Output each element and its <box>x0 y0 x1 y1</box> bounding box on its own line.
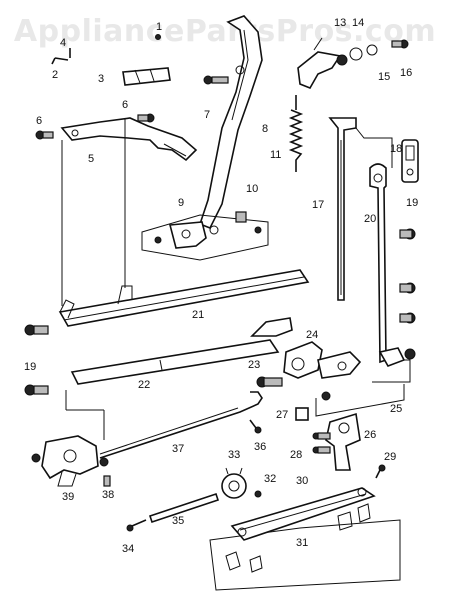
callout-3: 3 <box>98 73 104 85</box>
callout-33: 33 <box>228 449 240 461</box>
callout-22: 22 <box>138 379 150 391</box>
callout-8: 8 <box>262 123 268 135</box>
callout-39: 39 <box>62 491 74 503</box>
callout-18: 18 <box>390 143 402 155</box>
callout-11: 11 <box>270 149 281 161</box>
callout-15: 15 <box>378 71 390 83</box>
callout-1: 1 <box>156 21 162 33</box>
part-pin <box>51 34 161 65</box>
callout-2: 2 <box>52 69 58 81</box>
part-rod-20 <box>369 163 387 364</box>
part-screws-6 <box>35 113 155 140</box>
part-carrier-24 <box>256 341 362 388</box>
callout-25: 25 <box>390 403 402 415</box>
part-bracket-26 <box>295 407 361 471</box>
callout-19b: 19 <box>24 361 36 373</box>
callout-4: 4 <box>60 37 66 49</box>
part-rod-35 <box>148 492 220 524</box>
callout-24: 24 <box>306 329 318 341</box>
callout-13: 13 <box>334 17 346 29</box>
part-screws-19-left <box>24 324 49 396</box>
callout-21: 21 <box>192 309 204 321</box>
callout-32: 32 <box>264 473 276 485</box>
callout-36: 36 <box>254 441 266 453</box>
callout-23: 23 <box>248 359 260 371</box>
part-collar-33 <box>221 467 262 499</box>
part-screw-36 <box>249 419 262 434</box>
callout-labels: 1 2 3 4 5 6 6 7 8 9 10 11 13 14 15 16 17… <box>24 17 418 555</box>
leader-lines <box>61 118 411 591</box>
callout-27: 27 <box>276 409 288 421</box>
callout-37: 37 <box>172 443 184 455</box>
part-rod-17 <box>328 117 357 301</box>
callout-9: 9 <box>178 197 184 209</box>
callout-35: 35 <box>172 515 184 527</box>
callout-34: 34 <box>122 543 134 555</box>
part-lever <box>199 15 263 230</box>
part-crank-block <box>141 211 269 261</box>
part-screws-19-right <box>399 228 416 324</box>
part-shaft-21 <box>58 269 310 327</box>
part-wire-link <box>99 391 263 459</box>
callout-19a: 19 <box>406 197 418 209</box>
callout-17: 17 <box>312 199 324 211</box>
part-bracket <box>122 67 171 86</box>
callout-7: 7 <box>204 109 210 121</box>
callout-31: 31 <box>296 537 308 549</box>
part-screw-7 <box>203 75 229 85</box>
part-fork-plate <box>60 117 198 162</box>
callout-16: 16 <box>400 67 412 79</box>
part-plate-18 <box>401 139 419 183</box>
part-spring <box>288 95 304 172</box>
part-screw-34 <box>126 519 147 532</box>
callout-10: 10 <box>246 183 258 195</box>
part-assembly-39 <box>31 435 109 487</box>
callout-28: 28 <box>290 449 302 461</box>
callout-26: 26 <box>364 429 376 441</box>
callout-5: 5 <box>88 153 94 165</box>
part-clips-31 <box>225 503 371 573</box>
part-screw-29 <box>375 464 386 479</box>
callout-20: 20 <box>364 213 376 225</box>
callout-30: 30 <box>296 475 308 487</box>
part-link-25 <box>321 347 416 401</box>
callout-29: 29 <box>384 451 396 463</box>
callout-38: 38 <box>102 489 114 501</box>
callout-6b: 6 <box>122 99 128 111</box>
part-link-bar-30 <box>230 487 376 541</box>
part-screw-38 <box>103 475 111 487</box>
callout-6a: 6 <box>36 115 42 127</box>
part-latch-assembly <box>297 37 409 90</box>
callout-14: 14 <box>352 17 364 29</box>
part-shaft-22 <box>70 317 293 385</box>
watermark: AppliancePartsPros.com <box>13 14 437 49</box>
